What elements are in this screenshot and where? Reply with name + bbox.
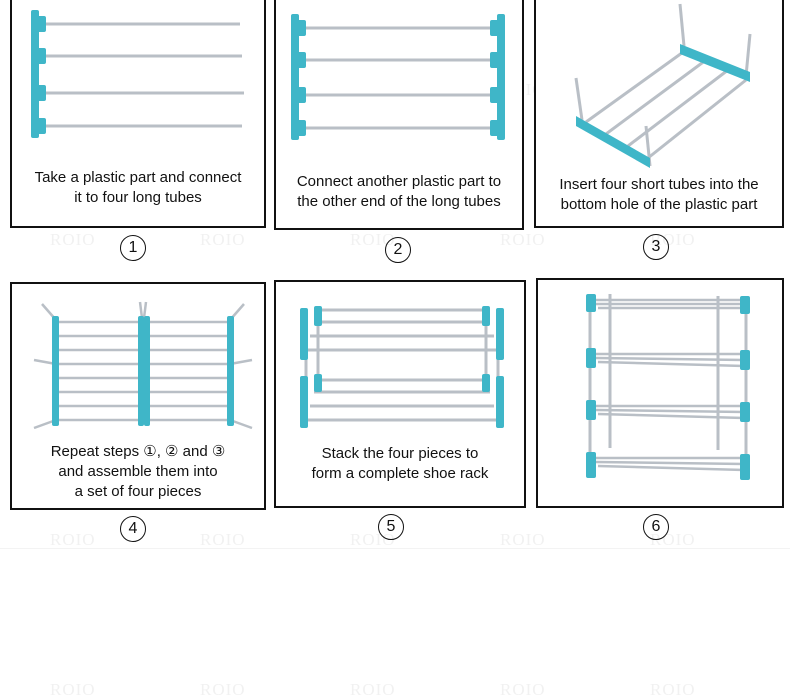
- section-divider: [0, 548, 790, 549]
- caption-line: Stack the four pieces to: [321, 445, 479, 462]
- step-1-panel: Take a plastic part and connect it to fo…: [10, 0, 266, 228]
- caption-line: form a complete shoe rack: [311, 465, 489, 482]
- step-6-illustration: [586, 294, 750, 480]
- caption-line: it to four long tubes: [74, 189, 202, 206]
- caption-line: Take a plastic part and connect: [34, 169, 242, 186]
- watermark: ROIO: [500, 680, 546, 699]
- step-6-panel: [536, 278, 784, 508]
- step-2-panel: Connect another plastic part to the othe…: [274, 0, 524, 230]
- step-2-illustration: [291, 14, 505, 140]
- caption-line: the other end of the long tubes: [297, 193, 501, 210]
- step-1-illustration: [31, 10, 244, 138]
- step-5-panel: Stack the four pieces to form a complete…: [274, 280, 526, 508]
- caption-line: Repeat steps ①, ② and ③: [50, 443, 226, 460]
- step-4-panel: Repeat steps ①, ② and ③ and assemble the…: [10, 282, 266, 510]
- step-4-caption: Repeat steps ①, ② and ③ and assemble the…: [12, 442, 264, 502]
- watermark: ROIO: [200, 530, 246, 549]
- step-3-number: 3: [643, 234, 669, 260]
- step-5-number: 5: [378, 514, 404, 540]
- caption-line: and assemble them into: [58, 463, 218, 480]
- watermark: ROIO: [50, 230, 96, 249]
- step-3-caption: Insert four short tubes into the bottom …: [536, 175, 782, 215]
- watermark: ROIO: [50, 530, 96, 549]
- caption-line: Connect another plastic part to: [296, 173, 502, 190]
- caption-line: a set of four pieces: [74, 483, 202, 500]
- step-1-caption: Take a plastic part and connect it to fo…: [12, 168, 264, 208]
- step-6-number: 6: [643, 514, 669, 540]
- watermark: ROIO: [200, 680, 246, 699]
- watermark: ROIO: [500, 530, 546, 549]
- watermark: ROIO: [650, 680, 696, 699]
- step-4-illustration: [33, 301, 253, 430]
- step-5-caption: Stack the four pieces to form a complete…: [276, 444, 524, 484]
- step-5-illustration: [300, 306, 504, 428]
- watermark: ROIO: [200, 230, 246, 249]
- step-4-number: 4: [120, 516, 146, 542]
- step-2-number: 2: [385, 237, 411, 263]
- step-1-number: 1: [120, 235, 146, 261]
- step-2-caption: Connect another plastic part to the othe…: [276, 172, 522, 212]
- watermark: ROIO: [50, 680, 96, 699]
- watermark: ROIO: [500, 230, 546, 249]
- step-3-panel: Insert four short tubes into the bottom …: [534, 0, 784, 228]
- step-3-illustration: [574, 3, 752, 168]
- caption-line: bottom hole of the plastic part: [560, 196, 758, 213]
- watermark: ROIO: [350, 680, 396, 699]
- caption-line: Insert four short tubes into the: [559, 176, 759, 193]
